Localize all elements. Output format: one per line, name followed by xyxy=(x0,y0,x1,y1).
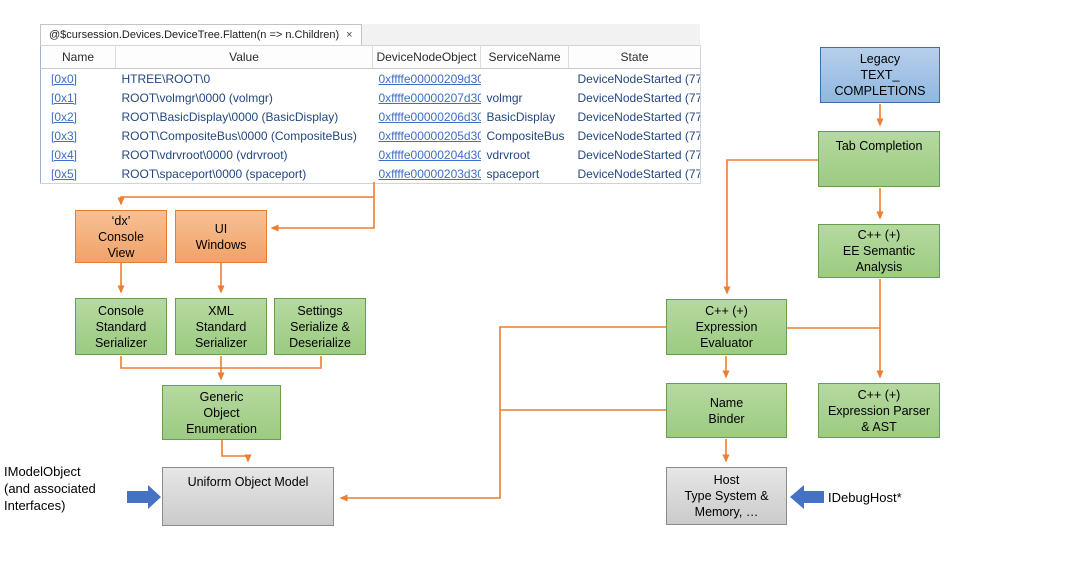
node-label: Tab Completion xyxy=(835,139,923,153)
row-value: HTREE\ROOT\0 xyxy=(121,71,211,86)
node-console-standard-serializer: Console Standard Serializer xyxy=(75,298,167,355)
node-generic-object-enumeration: Generic Object Enumeration xyxy=(162,385,281,440)
node-expression-parser-ast: C++ (+) Expression Parser & AST xyxy=(818,383,940,438)
table-row: [0x2] ROOT\BasicDisplay\0000 (BasicDispl… xyxy=(41,107,701,126)
row-service-name: volmgr xyxy=(486,90,523,105)
node-label: ‘dx’ Console View xyxy=(98,213,144,260)
arrow-table-to-dx-console xyxy=(117,196,374,206)
node-label: Host Type System & Memory, … xyxy=(684,473,769,519)
node-label: C++ (+) Expression Evaluator xyxy=(695,304,758,350)
device-tree-table: Name Value DeviceNodeObject ServiceName … xyxy=(40,45,701,184)
node-name-binder: Name Binder xyxy=(666,383,787,438)
row-name-link[interactable]: [0x5] xyxy=(51,166,78,181)
node-label: UI Windows xyxy=(195,221,247,252)
node-host-type-system: Host Type System & Memory, … xyxy=(666,467,787,525)
table-row: [0x3] ROOT\CompositeBus\0000 (CompositeB… xyxy=(41,126,701,145)
node-label: Console Standard Serializer xyxy=(94,303,148,350)
node-expression-evaluator: C++ (+) Expression Evaluator xyxy=(666,299,787,355)
node-label: Name Binder xyxy=(708,395,745,426)
row-service-name: spaceport xyxy=(486,166,540,181)
arrow-table-to-ui-windows xyxy=(270,182,375,232)
row-service-name xyxy=(481,69,569,89)
row-value: ROOT\volmgr\0000 (volmgr) xyxy=(121,90,273,105)
row-service-name: vdrvroot xyxy=(486,147,530,162)
node-label: Legacy TEXT_ COMPLETIONS xyxy=(834,52,926,98)
fat-arrow-imodelobject xyxy=(127,485,161,509)
node-label: Settings Serialize & Deserialize xyxy=(289,303,351,350)
row-state: DeviceNodeStarted (776) xyxy=(577,128,701,143)
node-label: C++ (+) Expression Parser & AST xyxy=(827,387,931,434)
row-value: ROOT\CompositeBus\0000 (CompositeBus) xyxy=(121,128,357,143)
row-service-name: CompositeBus xyxy=(486,128,565,143)
node-settings-serialize-deserialize: Settings Serialize & Deserialize xyxy=(274,298,366,355)
column-header-state[interactable]: State xyxy=(568,45,701,69)
row-state: DeviceNodeStarted (776) xyxy=(577,90,701,105)
node-ui-windows: UI Windows xyxy=(175,210,267,263)
device-node-object-link[interactable]: 0xffffe00000203d30 xyxy=(378,166,481,181)
node-xml-standard-serializer: XML Standard Serializer xyxy=(175,298,267,355)
row-value: ROOT\BasicDisplay\0000 (BasicDisplay) xyxy=(121,109,339,124)
table-row: [0x5] ROOT\spaceport\0000 (spaceport) 0x… xyxy=(41,164,701,184)
line-serializer-bus xyxy=(120,356,322,369)
close-icon[interactable]: × xyxy=(346,29,353,41)
row-name-link[interactable]: [0x2] xyxy=(51,109,78,124)
idebughost-label: IDebugHost* xyxy=(828,490,902,505)
device-node-object-link[interactable]: 0xffffe00000205d30 xyxy=(378,128,481,143)
column-header-devicenodeobject[interactable]: DeviceNodeObject xyxy=(372,45,481,69)
table-row: [0x4] ROOT\vdrvroot\0000 (vdrvroot) 0xff… xyxy=(41,145,701,164)
fat-arrow-idebughost xyxy=(790,485,824,509)
watch-window-tabstrip: @$cursession.Devices.DeviceTree.Flatten(… xyxy=(40,24,700,46)
node-tab-completion: Tab Completion xyxy=(818,131,940,187)
device-node-object-link[interactable]: 0xffffe00000204d30 xyxy=(378,147,481,162)
table-header-row: Name Value DeviceNodeObject ServiceName … xyxy=(40,45,701,69)
node-label: Generic Object Enumeration xyxy=(186,389,257,436)
row-state: DeviceNodeStarted (776) xyxy=(577,166,701,181)
node-uniform-object-model: Uniform Object Model xyxy=(162,467,334,526)
column-header-name[interactable]: Name xyxy=(40,45,116,69)
row-name-link[interactable]: [0x4] xyxy=(51,147,78,162)
column-header-servicename[interactable]: ServiceName xyxy=(480,45,569,69)
row-name-link[interactable]: [0x1] xyxy=(51,90,78,105)
watch-expression: @$cursession.Devices.DeviceTree.Flatten(… xyxy=(49,29,340,41)
table-row: [0x0] HTREE\ROOT\0 0xffffe00000209d30 De… xyxy=(41,69,701,89)
arrow-generic-enumeration-to-uom xyxy=(221,440,252,463)
device-node-object-link[interactable]: 0xffffe00000207d30 xyxy=(378,90,481,105)
node-legacy-text-completions: Legacy TEXT_ COMPLETIONS xyxy=(820,47,940,103)
row-service-name: BasicDisplay xyxy=(486,109,556,124)
node-label: Uniform Object Model xyxy=(187,475,309,489)
node-label: XML Standard Serializer xyxy=(194,303,248,350)
imodelobject-label: IModelObject (and associated Interfaces) xyxy=(4,464,96,513)
row-name-link[interactable]: [0x0] xyxy=(51,71,78,86)
row-value: ROOT\spaceport\0000 (spaceport) xyxy=(121,166,307,181)
device-node-object-link[interactable]: 0xffffe00000206d30 xyxy=(378,109,481,124)
device-node-object-link[interactable]: 0xffffe00000209d30 xyxy=(378,71,481,86)
row-name-link[interactable]: [0x3] xyxy=(51,128,78,143)
arrow-tab-completion-to-expression-evaluator xyxy=(723,159,818,295)
row-state: DeviceNodeStarted (776) xyxy=(577,71,701,86)
arrow-evaluator-binder-to-uom xyxy=(339,326,666,502)
row-state: DeviceNodeStarted (776) xyxy=(577,147,701,162)
table-row: [0x1] ROOT\volmgr\0000 (volmgr) 0xffffe0… xyxy=(41,88,701,107)
column-header-value[interactable]: Value xyxy=(115,45,373,69)
watch-window-tab[interactable]: @$cursession.Devices.DeviceTree.Flatten(… xyxy=(40,24,362,45)
row-state: DeviceNodeStarted (776) xyxy=(577,109,701,124)
node-dx-console-view: ‘dx’ Console View xyxy=(75,210,167,263)
row-value: ROOT\vdrvroot\0000 (vdrvroot) xyxy=(121,147,288,162)
node-ee-semantic-analysis: C++ (+) EE Semantic Analysis xyxy=(818,224,940,278)
node-label: C++ (+) EE Semantic Analysis xyxy=(842,228,916,274)
